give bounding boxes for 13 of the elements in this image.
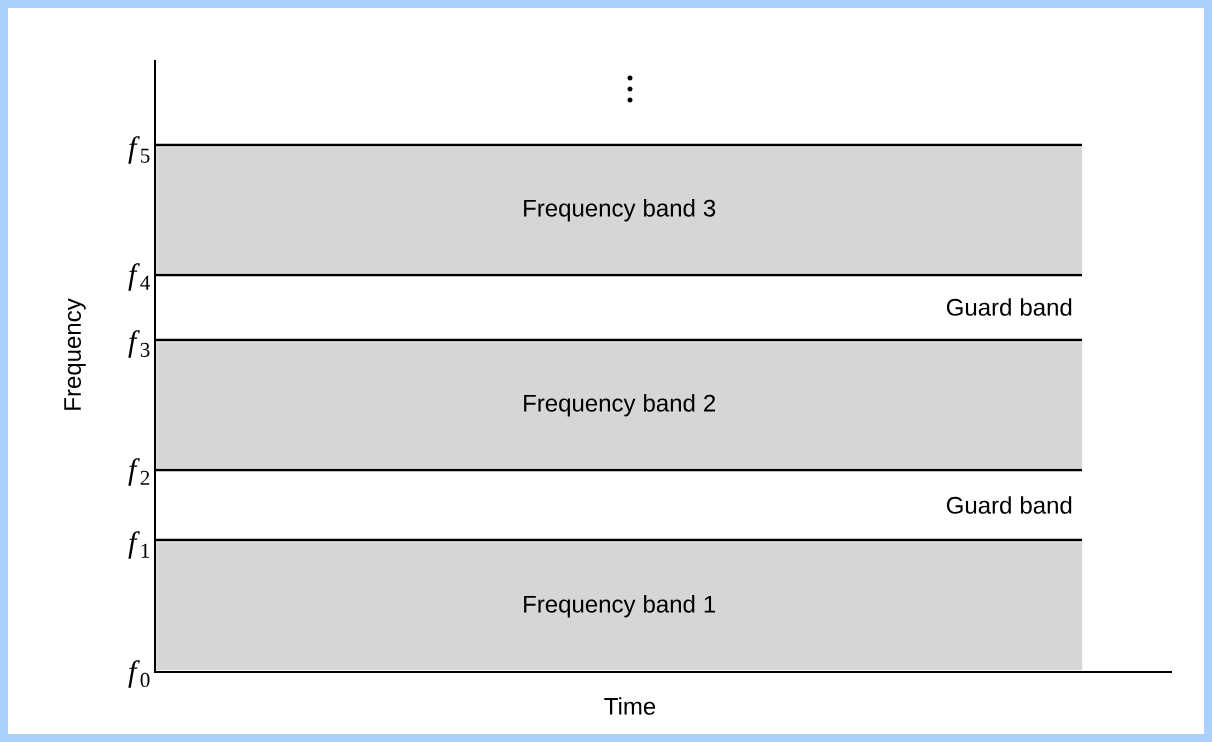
frequency-band: Frequency band 3 [156, 147, 1083, 274]
frequency-tick-label: f$_{5}$ [128, 136, 150, 164]
guard-band-label: Guard band [946, 298, 1072, 316]
frequency-band: Frequency band 2 [156, 342, 1083, 469]
frequency-tick-label: f$_{1}$ [128, 531, 150, 559]
frequency-band: Frequency band 1 [156, 542, 1083, 671]
axis-label: Frequency [64, 298, 86, 410]
guard-band-label: Guard band [946, 496, 1072, 514]
frequency-tick-label: f$_{2}$ [128, 458, 150, 486]
frequency-tick-label: f$_{0}$ [128, 660, 150, 688]
frequency-tick-label: f$_{4}$ [128, 263, 150, 291]
frequency-tick-label: f$_{3}$ [128, 330, 150, 358]
axis-label: Time [604, 697, 656, 715]
